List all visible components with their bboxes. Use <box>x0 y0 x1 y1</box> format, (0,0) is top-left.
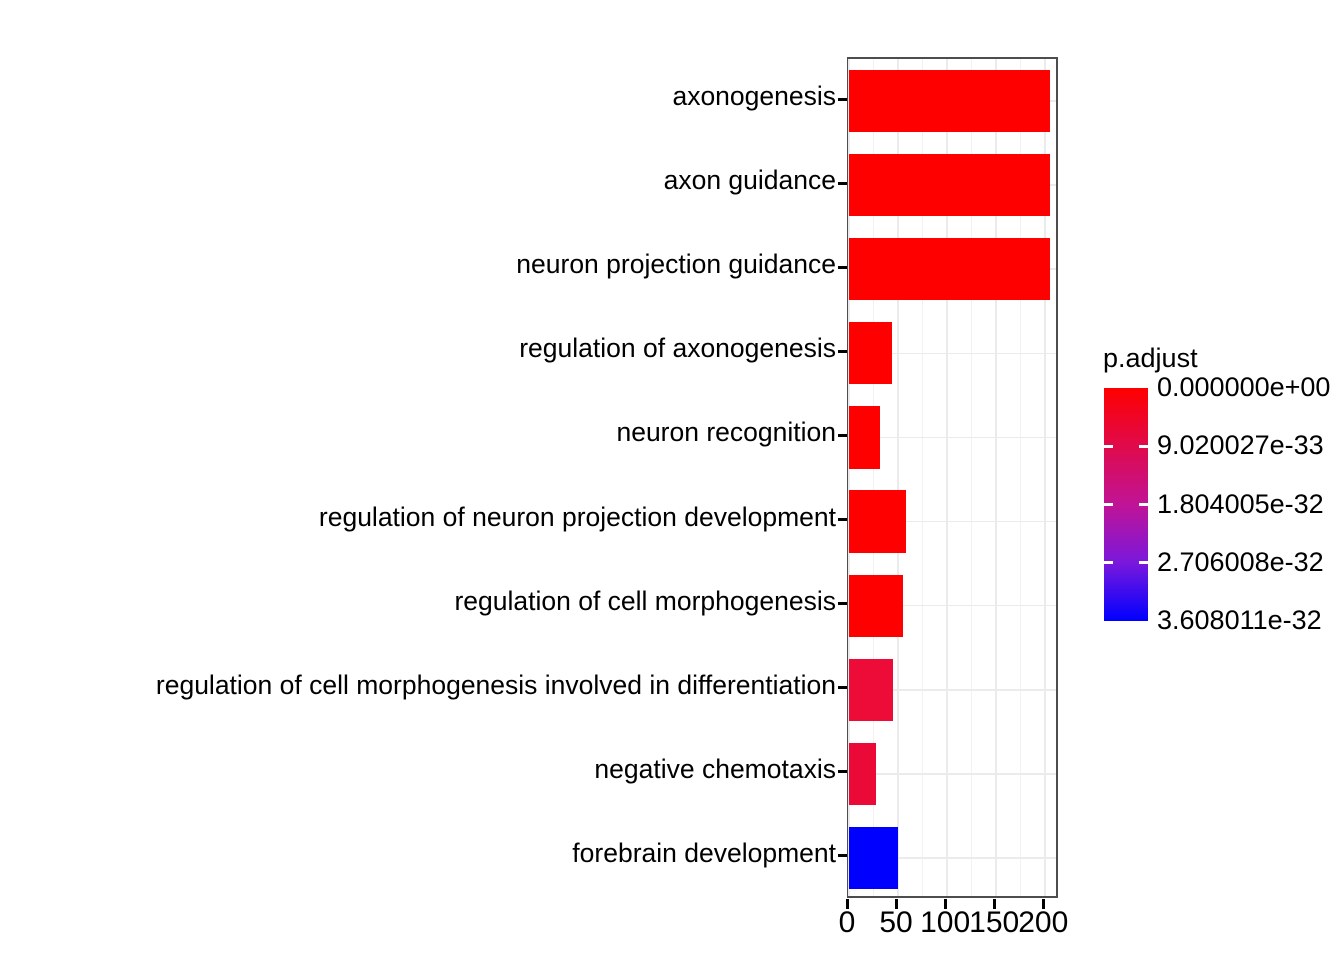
x-axis-tick-label: 150 <box>969 906 1020 939</box>
bar <box>849 69 1051 133</box>
y-axis-tick <box>838 518 847 522</box>
grid-lines <box>848 59 1056 896</box>
gridline-major <box>848 59 850 896</box>
y-axis-label: forebrain development <box>572 837 836 868</box>
x-axis-tick <box>1041 899 1045 909</box>
gridline-horizontal <box>849 604 1056 607</box>
bar <box>849 154 1051 217</box>
bar <box>849 238 1051 301</box>
bar <box>849 490 906 553</box>
x-axis-tick-label: 100 <box>920 906 971 939</box>
legend-tick <box>1139 503 1148 506</box>
gridline-horizontal <box>849 688 1056 691</box>
y-axis-tick <box>838 349 847 353</box>
x-axis-tick-label: 0 <box>838 906 856 939</box>
plot-panel <box>847 57 1058 898</box>
y-axis-label: neuron recognition <box>616 417 836 448</box>
legend-label: 9.020027e-33 <box>1157 430 1324 461</box>
x-axis-tick <box>992 899 996 909</box>
legend-title: p.adjust <box>1103 343 1198 373</box>
gridline-horizontal <box>849 520 1056 523</box>
y-axis-tick <box>838 265 847 269</box>
gridline-horizontal <box>849 436 1056 439</box>
x-axis-tick <box>943 899 947 909</box>
gridline-minor <box>1020 59 1022 896</box>
y-axis-tick <box>838 97 847 101</box>
y-axis-tick <box>838 433 847 437</box>
legend-label: 2.706008e-32 <box>1157 546 1324 577</box>
legend-tick <box>1104 561 1113 565</box>
x-axis-tick-label: 200 <box>1018 906 1069 939</box>
x-axis-tick <box>894 899 898 909</box>
gridline-horizontal <box>849 352 1056 355</box>
gridline-minor <box>873 59 875 896</box>
gridline-minor <box>971 59 973 896</box>
y-axis-label: axonogenesis <box>672 81 836 112</box>
y-axis-tick <box>838 854 847 858</box>
y-axis-tick <box>838 770 847 774</box>
bar <box>849 574 903 637</box>
y-axis-label: regulation of cell morphogenesis involve… <box>155 669 836 700</box>
legend-label: 0.000000e+00 <box>1157 372 1331 402</box>
bar <box>849 658 894 721</box>
y-axis-label: neuron projection guidance <box>516 249 836 280</box>
y-axis-label: negative chemotaxis <box>594 753 836 784</box>
legend-label: 1.804005e-32 <box>1157 488 1324 519</box>
y-axis-label: regulation of cell morphogenesis <box>454 585 836 616</box>
y-axis-tick <box>838 602 847 606</box>
y-axis-label: axon guidance <box>663 165 836 196</box>
gridline-major <box>946 59 948 896</box>
x-axis-tick <box>845 899 849 909</box>
gridline-major <box>897 59 899 896</box>
gridline-major <box>995 59 997 896</box>
gridline-major <box>1044 59 1047 896</box>
gridline-minor <box>922 59 924 896</box>
bar <box>849 826 899 890</box>
legend-label: 3.608011e-32 <box>1157 605 1322 635</box>
legend-tick <box>1139 444 1148 448</box>
y-axis-tick <box>838 686 847 690</box>
gridline-horizontal <box>849 773 1056 775</box>
legend-tick <box>1104 503 1113 506</box>
legend-tick <box>1104 444 1113 448</box>
x-axis-tick-label: 50 <box>879 906 913 939</box>
bar-series <box>849 59 1056 896</box>
y-axis-label: regulation of axonogenesis <box>519 333 836 364</box>
legend-tick <box>1139 561 1148 565</box>
y-axis-label: regulation of neuron projection developm… <box>318 501 836 532</box>
bar <box>849 742 877 805</box>
y-axis-tick <box>838 181 847 185</box>
gridline-horizontal <box>849 857 1056 859</box>
bar <box>849 322 893 385</box>
bar <box>849 406 881 469</box>
